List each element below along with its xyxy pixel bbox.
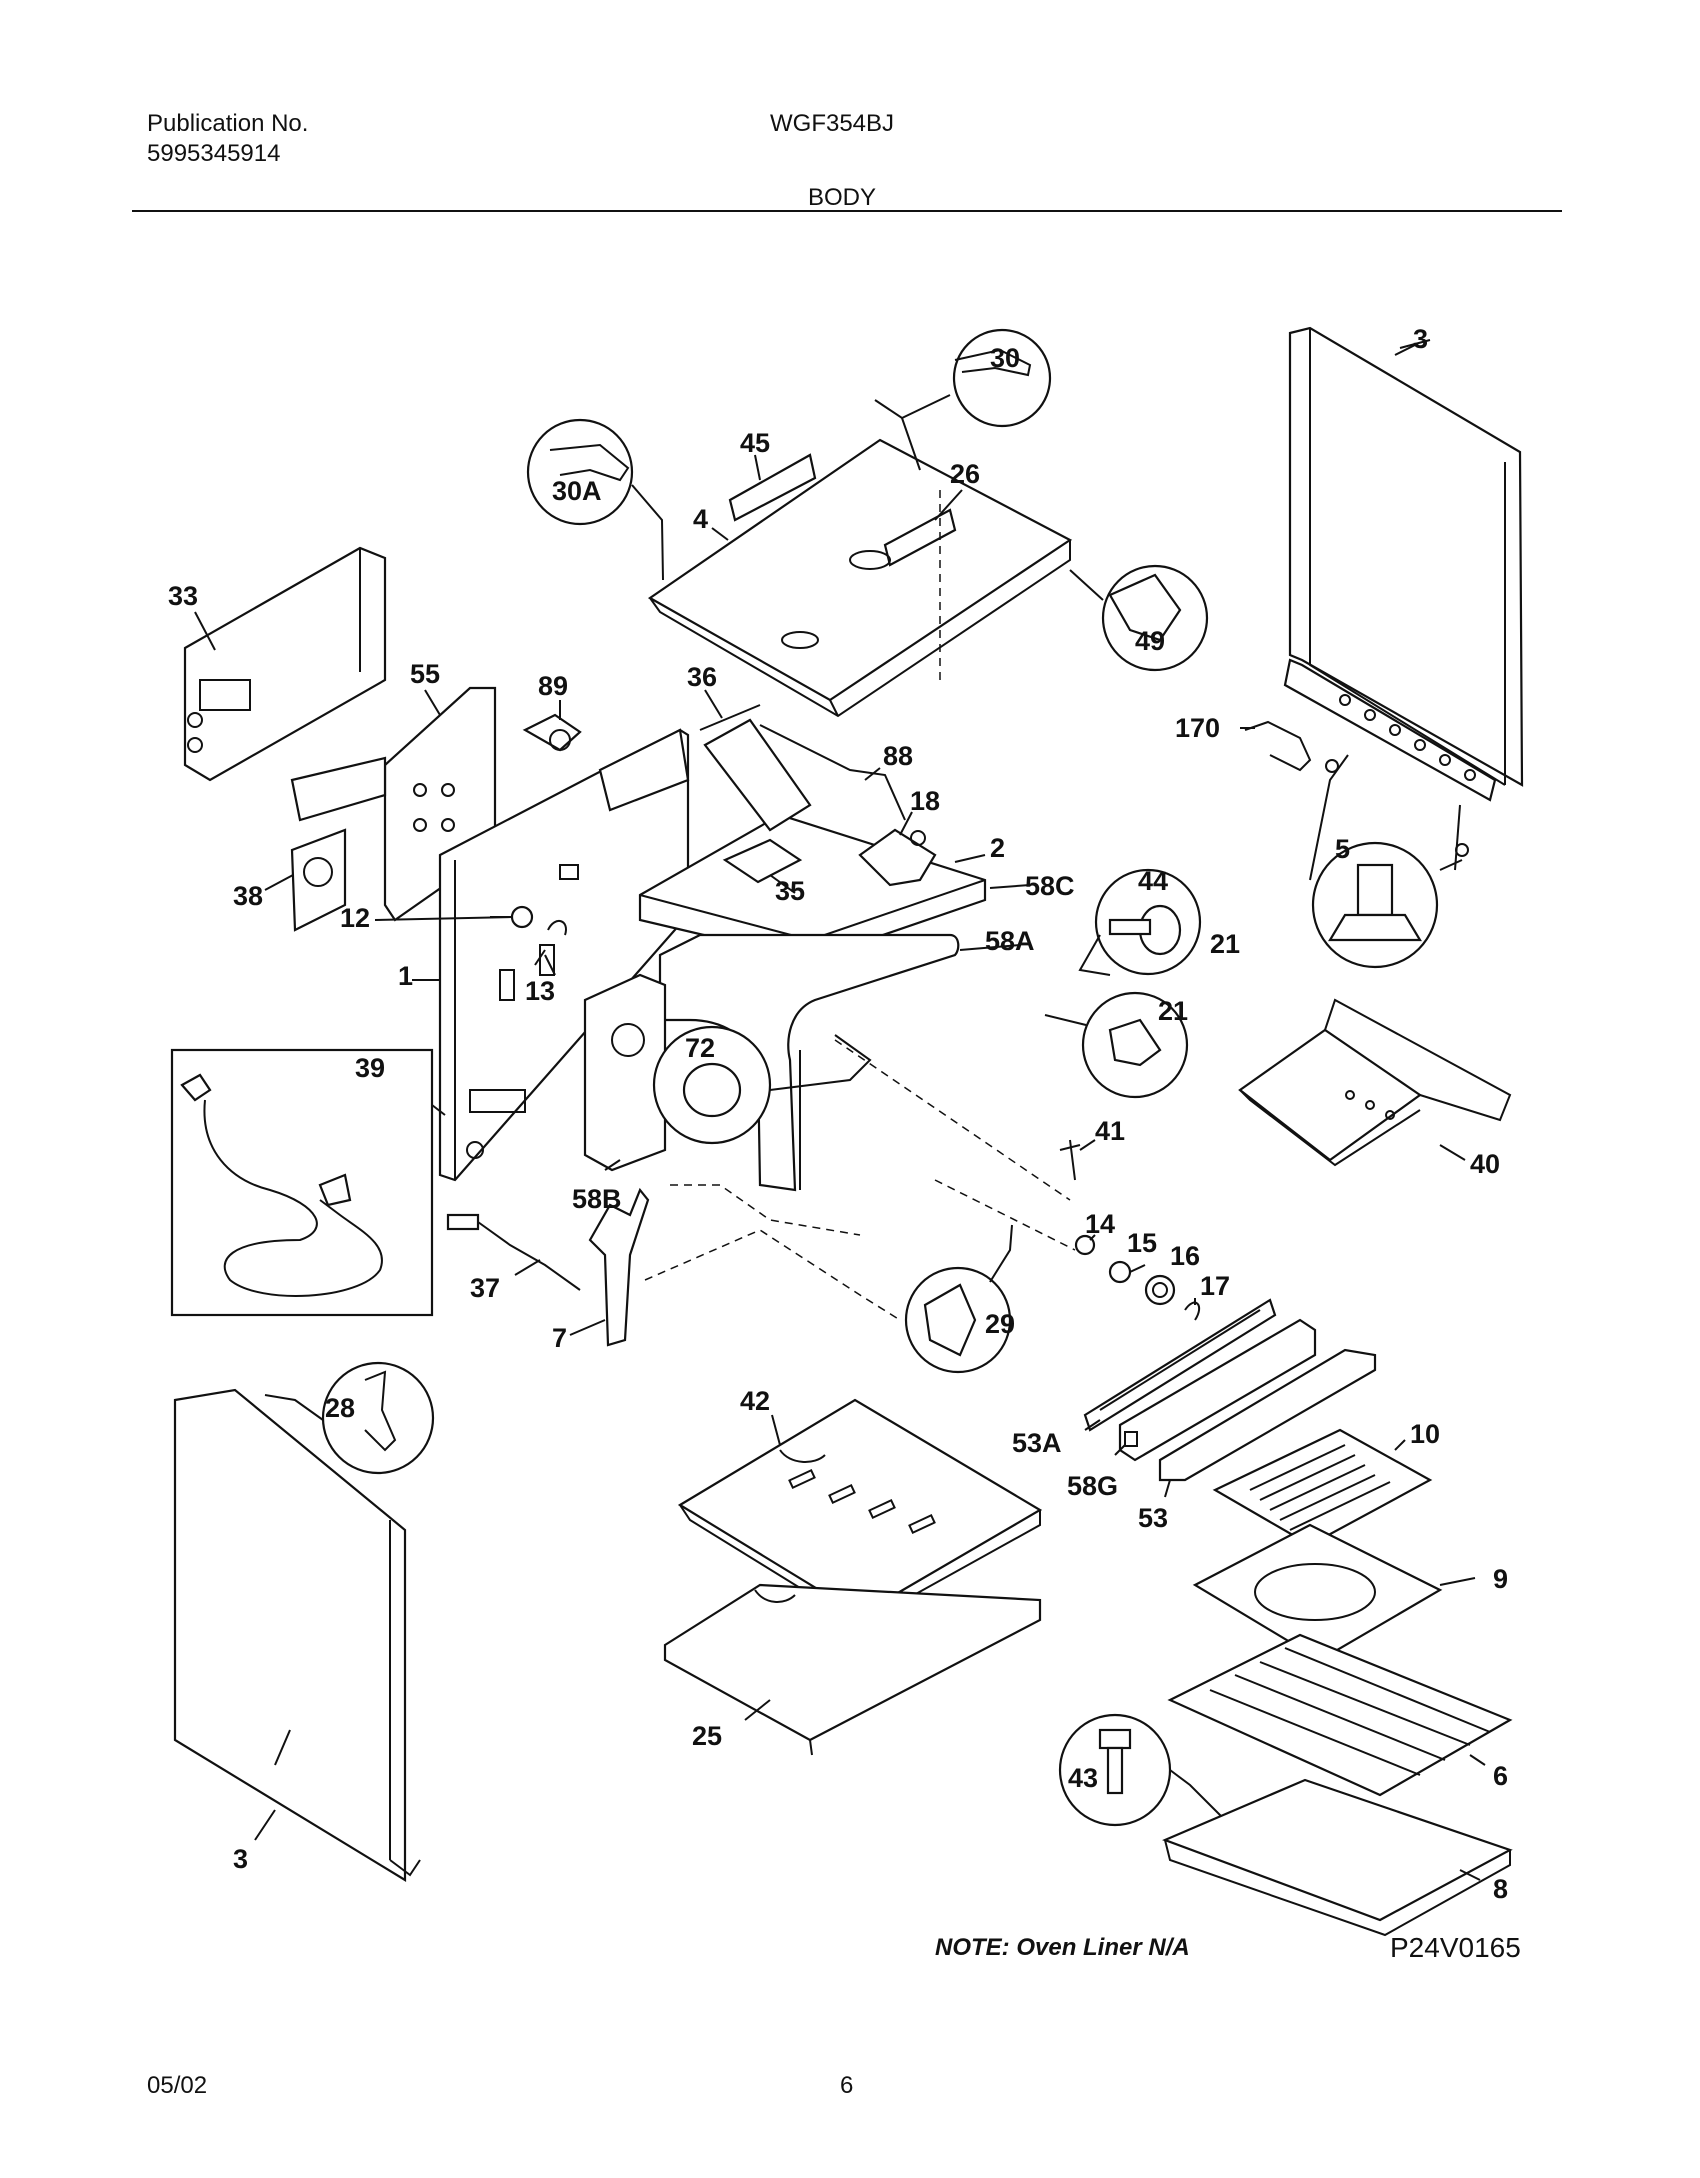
oven-liner-note: NOTE: Oven Liner N/A <box>935 1934 1190 1961</box>
callout-49 <box>1069 564 1209 672</box>
callout-29 <box>904 1224 1013 1374</box>
label-part-43: 43 <box>1068 1763 1098 1793</box>
label-part-1: 1 <box>398 961 413 991</box>
side-insulation-part-58b <box>583 973 667 1172</box>
label-part-49: 49 <box>1135 626 1165 656</box>
model-number: WGF354BJ <box>770 110 895 137</box>
bracket-part-7 <box>588 1187 650 1347</box>
label-part-28: 28 <box>325 1393 355 1423</box>
label-part-3-top: 3 <box>1413 324 1428 354</box>
label-part-4: 4 <box>693 504 708 534</box>
label-part-26: 26 <box>950 459 980 489</box>
callout-21-knob-insert <box>1044 991 1189 1099</box>
label-part-58c: 58C <box>1025 871 1075 901</box>
broiler-grid-part-10 <box>1212 1428 1433 1547</box>
label-part-170: 170 <box>1175 713 1220 743</box>
bracket-part-36 <box>699 704 812 832</box>
label-part-12: 12 <box>340 903 370 933</box>
footer-page-number: 6 <box>840 2072 854 2099</box>
label-part-42: 42 <box>740 1386 770 1416</box>
section-title: BODY <box>808 184 877 211</box>
label-part-44: 44 <box>1138 866 1168 896</box>
part-14-15-16-17 <box>1074 1234 1201 1321</box>
label-part-18: 18 <box>910 786 940 816</box>
power-cord-part-39 <box>170 1048 446 1317</box>
label-part-8: 8 <box>1493 1874 1508 1904</box>
label-leaders <box>194 344 1486 1881</box>
bracket-part-18-2 <box>858 828 937 887</box>
valve-part-89 <box>522 713 582 752</box>
label-part-29: 29 <box>985 1309 1015 1339</box>
label-part-38: 38 <box>233 881 263 911</box>
callout-28 <box>264 1361 435 1475</box>
label-part-58b: 58B <box>572 1184 622 1214</box>
drawer-panel-part-8 <box>1162 1778 1513 1937</box>
publication-number: 5995345914 <box>147 140 281 167</box>
bottom-panel-part-25 <box>663 1583 1042 1756</box>
label-part-45: 45 <box>740 428 770 458</box>
broiler-pan-part-9 <box>1192 1523 1443 1662</box>
label-part-3-bottom: 3 <box>233 1844 248 1874</box>
publication-label: Publication No. <box>147 110 309 137</box>
leader-lines-dashed <box>644 1039 1076 1321</box>
label-part-9: 9 <box>1493 1564 1508 1594</box>
label-part-16: 16 <box>1170 1241 1200 1271</box>
label-part-13: 13 <box>525 976 555 1006</box>
callout-5-leveling-leg <box>1309 754 1463 969</box>
label-part-21-upper: 21 <box>1210 929 1240 959</box>
cavity-wrap-part-58a <box>658 933 960 1192</box>
callout-30a <box>526 418 664 581</box>
label-part-55: 55 <box>410 659 440 689</box>
label-part-5: 5 <box>1335 834 1350 864</box>
label-part-25: 25 <box>692 1721 722 1751</box>
duct-part-35 <box>722 838 803 884</box>
label-part-88: 88 <box>883 741 913 771</box>
rail-part-40 <box>1238 998 1512 1167</box>
label-part-2: 2 <box>990 833 1005 863</box>
label-part-39: 39 <box>355 1053 385 1083</box>
callout-30 <box>874 328 1052 471</box>
label-part-21-lower: 21 <box>1158 996 1188 1026</box>
cavity-top-part-58c <box>638 813 987 962</box>
label-part-53a: 53A <box>1012 1428 1062 1458</box>
callout-43-screw <box>1058 1713 1226 1827</box>
callout-72-and-burner <box>652 1025 872 1145</box>
rail-part-53a <box>1083 1298 1277 1432</box>
label-part-33: 33 <box>168 581 198 611</box>
label-part-89: 89 <box>538 671 568 701</box>
manifold-panel-part-1 <box>438 728 690 1182</box>
footer-date: 05/02 <box>147 2072 208 2099</box>
label-part-30: 30 <box>990 343 1020 373</box>
oven-rack-part-6 <box>1167 1633 1513 1797</box>
label-part-10: 10 <box>1410 1419 1440 1449</box>
label-part-58a: 58A <box>985 926 1035 956</box>
label-part-36: 36 <box>687 662 717 692</box>
callout-44-knob <box>1078 868 1202 976</box>
label-part-30a: 30A <box>552 476 602 506</box>
label-part-40: 40 <box>1470 1149 1500 1179</box>
label-part-35: 35 <box>775 876 805 906</box>
side-panel-part-3-left <box>173 1388 421 1882</box>
bracket-part-38 <box>290 756 387 932</box>
panel-part-33 <box>183 546 387 782</box>
label-part-41: 41 <box>1095 1116 1125 1146</box>
label-part-7: 7 <box>552 1323 567 1353</box>
label-part-72: 72 <box>685 1033 715 1063</box>
label-part-15: 15 <box>1127 1228 1157 1258</box>
bracket-part-41 <box>1059 1139 1081 1181</box>
label-part-58g: 58G <box>1067 1471 1118 1501</box>
top-panel-part-4 <box>647 438 1073 718</box>
label-part-14: 14 <box>1085 1209 1115 1239</box>
header-rule <box>132 210 1562 212</box>
wire-part-88 <box>759 724 906 821</box>
bracket-part-53 <box>1158 1348 1377 1482</box>
igniter-part-37 <box>446 1213 581 1291</box>
drawing-code: P24V0165 <box>1390 1932 1521 1963</box>
side-panel-part-3-right <box>1283 326 1524 802</box>
label-part-53: 53 <box>1138 1503 1168 1533</box>
label-part-17: 17 <box>1200 1271 1230 1301</box>
label-part-37: 37 <box>470 1273 500 1303</box>
label-part-6: 6 <box>1493 1761 1508 1791</box>
